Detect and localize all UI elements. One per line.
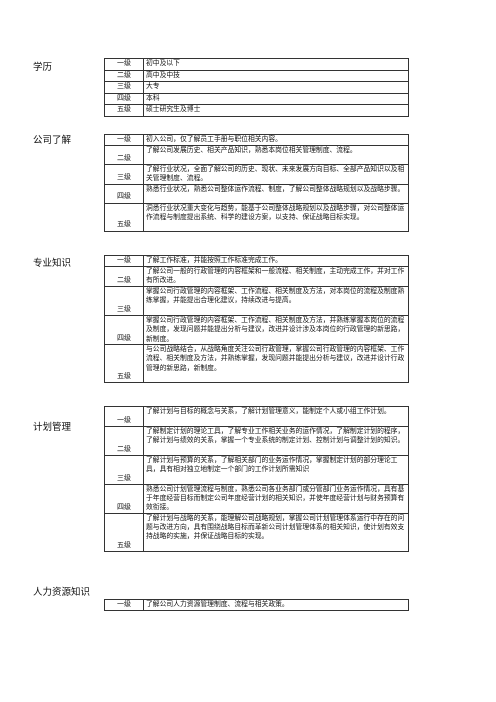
level-table: 一级初中及以下 二级高中及中技 三级大专 四级本科 五级硕士研究生及博士 <box>104 58 409 117</box>
level-cell: 一级 <box>104 598 144 612</box>
table-row: 二级了解公司发展历史、相关产品知识，熟悉本岗位相关管理制度、流程。 <box>104 145 409 166</box>
description-cell: 了解公司发展历史、相关产品知识，熟悉本岗位相关管理制度、流程。 <box>143 145 409 166</box>
level-cell: 四级 <box>104 183 144 204</box>
level-cell: 四级 <box>104 484 144 514</box>
level-cell: 一级 <box>104 406 144 427</box>
level-cell: 五级 <box>104 513 144 552</box>
level-cell: 四级 <box>104 92 144 105</box>
description-cell: 了解行业状况，全面了解公司的历史、现状、未来发展方向目标、全部产品知识以及相关管… <box>143 164 409 185</box>
level-cell: 三级 <box>104 455 144 485</box>
description-cell: 了解制定计划的理论工具，了解专业工作相关业务的运作情况，了解制定计划的程序，了解… <box>143 426 409 456</box>
table-row: 一级了解计划与目标的概念与关系，了解计划管理意义，能制定个人或小组工作计划。 <box>104 406 409 427</box>
description-cell: 初入公司，仅了解员工手册与职位相关内容。 <box>143 133 409 147</box>
level-cell: 一级 <box>104 58 144 71</box>
description-cell: 掌握公司行政管理的内容框架、工作流程、相关制度及方法，并熟练掌握本岗位的流程及制… <box>143 315 409 346</box>
table-row: 三级了解计划与预算的关系，了解相关部门的业务运作情况，掌握制定计划的部分理论工具… <box>104 455 409 485</box>
level-table: 一级了解公司人力资源管理制度、流程与相关政策。 <box>104 598 409 612</box>
description-cell: 硕士研究生及博士 <box>143 104 409 117</box>
table-row: 四级掌握公司行政管理的内容框架、工作流程、相关制度及方法，并熟练掌握本岗位的流程… <box>104 315 409 346</box>
description-cell: 大专 <box>143 81 409 94</box>
description-cell: 了解计划与预算的关系，了解相关部门的业务运作情况，掌握制定计划的部分理论工具，具… <box>143 455 409 485</box>
level-cell: 四级 <box>104 315 144 346</box>
description-cell: 了解计划与战略的关系，能理解公司战略规划，掌握公司计划管理体系运行中存在的问题与… <box>143 513 409 552</box>
table-row: 一级初入公司，仅了解员工手册与职位相关内容。 <box>104 133 409 147</box>
section-title: 计划管理 <box>33 422 72 433</box>
table-row: 五级与公司战略结合，从战略角度关注公司行政管理，掌握公司行政管理的内容框架、工作… <box>104 344 409 384</box>
table-row: 三级掌握公司行政管理的内容框架、工作流程、相关制度及方法，对本岗位的流程及制度熟… <box>104 286 409 317</box>
level-cell: 一级 <box>104 133 144 147</box>
table-row: 五级了解计划与战略的关系，能理解公司战略规划，掌握公司计划管理体系运行中存在的问… <box>104 513 409 552</box>
level-cell: 三级 <box>104 286 144 317</box>
level-cell: 二级 <box>104 145 144 166</box>
description-cell: 初中及以下 <box>143 58 409 71</box>
level-cell: 三级 <box>104 164 144 185</box>
section-title: 学历 <box>33 62 53 73</box>
description-cell: 高中及中技 <box>143 69 409 82</box>
table-row: 二级了解制定计划的理论工具，了解专业工作相关业务的运作情况，了解制定计划的程序，… <box>104 426 409 456</box>
section-title: 公司了解 <box>33 135 72 146</box>
description-cell: 洞悉行业状况重大变化与趋势，能基于公司整体战略规划以及战略步骤，对公司整体运作流… <box>143 202 409 232</box>
level-cell: 二级 <box>104 69 144 82</box>
description-cell: 了解计划与目标的概念与关系，了解计划管理意义，能制定个人或小组工作计划。 <box>143 406 409 427</box>
table-row: 五级洞悉行业状况重大变化与趋势，能基于公司整体战略规划以及战略步骤，对公司整体运… <box>104 202 409 232</box>
section-title: 专业知识 <box>33 258 72 269</box>
description-cell: 本科 <box>143 92 409 105</box>
table-row: 一级了解公司人力资源管理制度、流程与相关政策。 <box>104 598 409 612</box>
level-table: 一级了解计划与目标的概念与关系，了解计划管理意义，能制定个人或小组工作计划。 二… <box>104 406 409 552</box>
description-cell: 了解公司人力资源管理制度、流程与相关政策。 <box>143 598 409 612</box>
level-cell: 一级 <box>104 254 144 268</box>
table-row: 三级了解行业状况，全面了解公司的历史、现状、未来发展方向目标、全部产品知识以及相… <box>104 164 409 185</box>
table-row: 一级了解工作标准，并能按照工作标准完成工作。 <box>104 254 409 268</box>
table-row: 二级了解公司一般的行政管理的内容框架和一般流程、相关制度，主动完成工作，并对工作… <box>104 266 409 288</box>
description-cell: 熟悉公司计划管理流程与制度，熟悉公司各业务部门或分管部门业务运作情况，具有基于年… <box>143 484 409 514</box>
level-cell: 五级 <box>104 104 144 117</box>
table-row: 二级高中及中技 <box>104 69 409 82</box>
level-table: 一级了解工作标准，并能按照工作标准完成工作。 二级了解公司一般的行政管理的内容框… <box>104 254 409 384</box>
level-cell: 五级 <box>104 344 144 384</box>
level-table: 一级初入公司，仅了解员工手册与职位相关内容。 二级了解公司发展历史、相关产品知识… <box>104 133 409 232</box>
level-cell: 五级 <box>104 202 144 232</box>
section-title: 人力资源知识 <box>33 587 91 598</box>
table-row: 五级硕士研究生及博士 <box>104 104 409 117</box>
level-cell: 三级 <box>104 81 144 94</box>
table-row: 四级熟悉公司计划管理流程与制度，熟悉公司各业务部门或分管部门业务运作情况，具有基… <box>104 484 409 514</box>
table-row: 一级初中及以下 <box>104 58 409 71</box>
table-row: 四级本科 <box>104 92 409 105</box>
description-cell: 了解公司一般的行政管理的内容框架和一般流程、相关制度，主动完成工作，并对工作有所… <box>143 266 409 288</box>
description-cell: 熟悉行业状况，熟悉公司整体运作流程、制度，了解公司整体战略规划以及战略步骤。 <box>143 183 409 204</box>
description-cell: 掌握公司行政管理的内容框架、工作流程、相关制度及方法，对本岗位的流程及制度熟练掌… <box>143 286 409 317</box>
table-row: 三级大专 <box>104 81 409 94</box>
table-row: 四级熟悉行业状况，熟悉公司整体运作流程、制度，了解公司整体战略规划以及战略步骤。 <box>104 183 409 204</box>
description-cell: 与公司战略结合，从战略角度关注公司行政管理，掌握公司行政管理的内容框架、工作流程… <box>143 344 409 384</box>
level-cell: 二级 <box>104 266 144 288</box>
level-cell: 二级 <box>104 426 144 456</box>
description-cell: 了解工作标准，并能按照工作标准完成工作。 <box>143 254 409 268</box>
